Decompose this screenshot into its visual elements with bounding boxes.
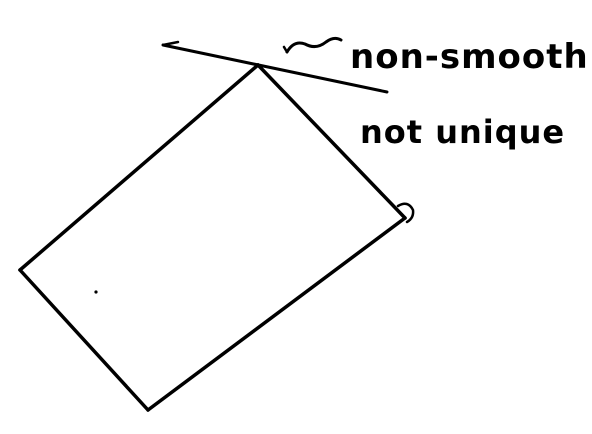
tilde-pointer-tail	[282, 45, 289, 54]
square-edge-bottom-left	[18, 268, 150, 412]
tilde-pointer	[285, 36, 343, 54]
supporting-line	[161, 43, 389, 94]
square-edge-top-left	[18, 63, 260, 272]
square-edge-top-right	[256, 63, 407, 220]
corner-tick-mark	[396, 202, 415, 224]
supporting-line-start-tick	[161, 40, 180, 47]
label-not-unique: not unique	[360, 113, 565, 151]
rotated-square	[18, 63, 407, 412]
interior-dot	[94, 290, 98, 294]
label-non-smooth: non-smooth	[350, 37, 589, 77]
square-edge-bottom-right	[146, 216, 407, 412]
